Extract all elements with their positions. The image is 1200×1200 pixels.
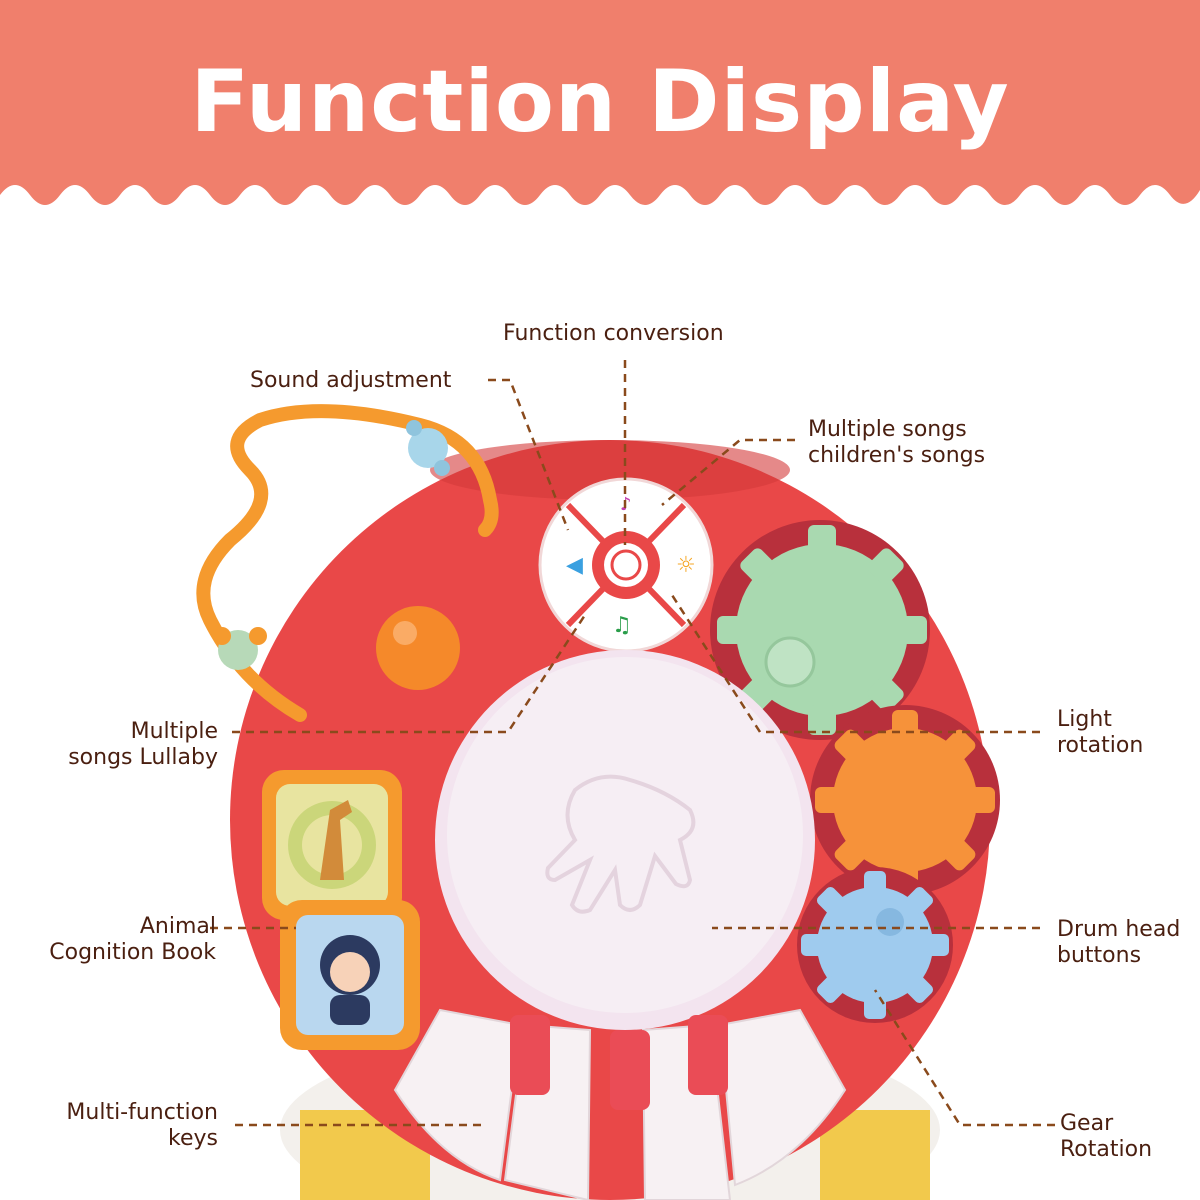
- page-title: Function Display: [190, 52, 1010, 152]
- callout-line-childrens-songs: [661, 438, 795, 506]
- orange-ball-highlight: [393, 621, 417, 645]
- toy-side-panel-yellow-right: [820, 1110, 930, 1200]
- label-multiple-songs-childrens: Multiple songs children's songs: [808, 417, 986, 468]
- label-light-rotation: Light rotation: [1057, 707, 1144, 758]
- gear-green[interactable]: [710, 520, 930, 740]
- bead-maze-wire[interactable]: [196, 404, 499, 722]
- header-banner: Function Display: [0, 0, 1200, 220]
- piano-key-1[interactable]: [393, 1008, 522, 1182]
- callout-line-lullaby: [232, 614, 587, 734]
- banner-shape: [0, 0, 1200, 205]
- gear-green-knob[interactable]: [764, 636, 816, 688]
- drum-head-button[interactable]: [447, 657, 803, 1013]
- volume-icon: ◀: [566, 553, 583, 578]
- label-animal-cognition-book: Animal Cognition Book: [49, 914, 216, 965]
- animal-cognition-book[interactable]: [262, 770, 420, 1050]
- wavy-banner-background: [0, 0, 1200, 205]
- piano-black-key-1[interactable]: [510, 1015, 550, 1095]
- music-note-icon: ♫: [612, 613, 632, 638]
- label-function-conversion: Function conversion: [503, 321, 724, 346]
- label-multiple-songs-lullaby: Multiple songs Lullaby: [68, 719, 218, 770]
- callout-line-light-rotation: [670, 594, 1040, 734]
- light-icon: ☼: [676, 553, 696, 578]
- multi-function-keys: [393, 1008, 847, 1200]
- bead-green[interactable]: [213, 627, 267, 670]
- piano-black-key-3[interactable]: [688, 1015, 728, 1095]
- callout-line-gear-rotation: [873, 989, 1055, 1127]
- gear-orange[interactable]: [810, 705, 1000, 895]
- label-sound-adjustment: Sound adjustment: [250, 368, 452, 393]
- label-gear-rotation: Gear Rotation: [1060, 1111, 1153, 1162]
- label-multi-function-keys: Multi-function keys: [66, 1100, 218, 1151]
- hand-print-icon: [545, 774, 696, 914]
- label-drum-head-buttons: Drum head buttons: [1057, 917, 1181, 968]
- callout-line-sound-adjustment: [488, 378, 570, 531]
- function-button-cluster: ♪ ◀ ☼ ♫: [538, 477, 714, 653]
- toy-rim-shadow: [430, 440, 790, 500]
- cycle-icon: [610, 549, 642, 581]
- gear-blue[interactable]: [797, 867, 953, 1023]
- piano-key-4[interactable]: [718, 1008, 847, 1187]
- piano-black-key-2[interactable]: [610, 1030, 650, 1110]
- giraffe-figure: [320, 800, 352, 880]
- bead-blue[interactable]: [406, 420, 450, 476]
